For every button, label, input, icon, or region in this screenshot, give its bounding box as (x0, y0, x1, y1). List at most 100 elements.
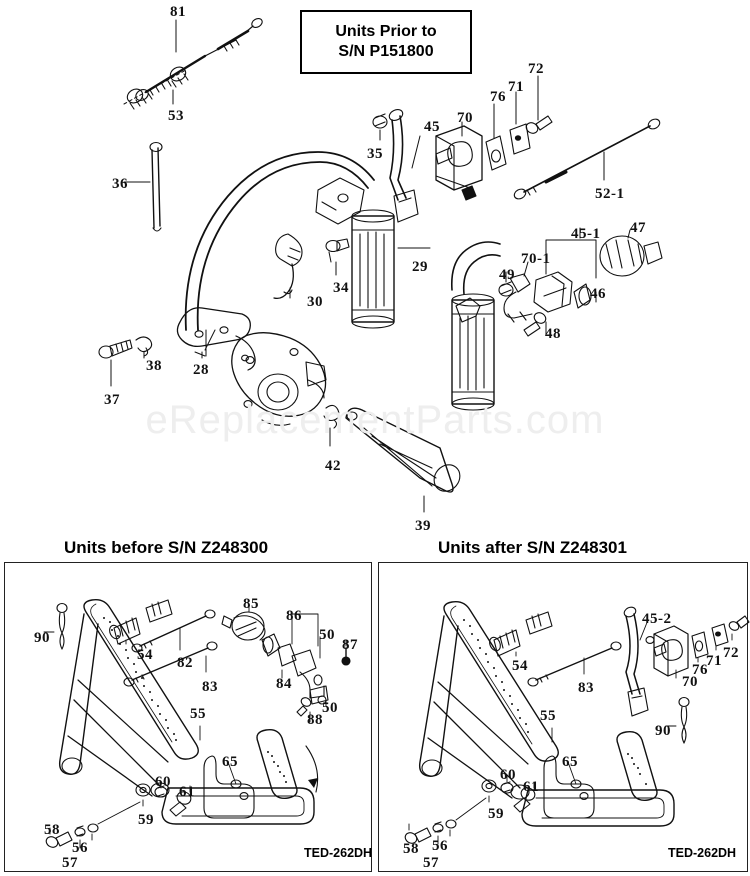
callout-top-71: 71 (508, 79, 524, 95)
callout-top-53: 53 (168, 108, 184, 124)
part-29-grip (351, 209, 431, 329)
header-notice-line2: S/N P151800 (338, 43, 434, 60)
part-70-1-bracket (503, 261, 533, 323)
callout-top-39: 39 (415, 518, 431, 534)
section-header-after: Units after S/N Z248301 (438, 538, 627, 557)
part-45-wire (388, 109, 421, 223)
part-72-screw-right (728, 615, 750, 641)
part-hardware-left (135, 755, 255, 819)
callout-top-70: 70 (457, 110, 473, 126)
callout-top-45-1: 45-1 (571, 226, 601, 242)
callout-left-84: 84 (276, 676, 292, 692)
part-84-boot-left (261, 633, 297, 679)
callout-left-65: 65 (222, 754, 238, 770)
part-87-pin-left (341, 639, 351, 666)
callout-top-42: 42 (325, 458, 341, 474)
part-right-grip-assembly (450, 241, 501, 411)
part-76-plate-right (691, 631, 709, 663)
callout-top-29: 29 (412, 259, 428, 275)
callout-top-48: 48 (545, 326, 561, 342)
callout-right-61: 61 (523, 779, 539, 795)
callout-top-30: 30 (307, 294, 323, 310)
callout-left-86: 86 (286, 608, 302, 624)
part-48-screw (523, 312, 547, 337)
header-notice-line1: Units Prior to (335, 23, 437, 40)
part-45-2-wire-right (623, 606, 649, 717)
model-number-right: TED-262DH (668, 846, 737, 860)
callout-right-76: 76 (692, 662, 708, 678)
part-83-rod-left (123, 641, 218, 687)
callout-left-60: 60 (155, 774, 171, 790)
callout-right-45-2: 45-2 (642, 611, 672, 627)
callout-left-57: 57 (62, 855, 78, 871)
part-71-plate-right (711, 623, 729, 651)
callout-top-38: 38 (146, 358, 162, 374)
callout-top-49: 49 (499, 267, 515, 283)
right-panel-art (404, 600, 750, 845)
part-82-rod-left (131, 609, 216, 653)
part-bolts-right (404, 797, 487, 845)
callout-right-71: 71 (706, 653, 722, 669)
model-number-left: TED-262DH (304, 846, 373, 860)
callout-right-60: 60 (500, 767, 516, 783)
callout-left-54: 54 (137, 647, 153, 663)
callout-top-52-1: 52-1 (595, 186, 625, 202)
header-notice-box: Units Prior to S/N P151800 (300, 10, 472, 74)
callout-right-56: 56 (432, 838, 448, 854)
part-30-trigger (273, 233, 303, 300)
part-86-lever-left (291, 613, 329, 707)
callout-left-50: 50 (322, 700, 338, 716)
callout-top-76: 76 (490, 89, 506, 105)
part-72-screw (525, 75, 553, 134)
part-35-nut (372, 113, 388, 141)
part-83-rod-right (527, 641, 622, 687)
callout-left-83: 83 (202, 679, 218, 695)
callout-top-70-1: 70-1 (521, 251, 551, 267)
part-36-rod (123, 141, 163, 232)
section-header-before: Units before S/N Z248300 (64, 538, 269, 557)
callout-left-58: 58 (44, 822, 60, 838)
callout-top-36: 36 (112, 176, 128, 192)
part-47-cap (599, 229, 663, 277)
callout-right-90: 90 (655, 723, 671, 739)
part-85-knob-left (221, 603, 266, 641)
callout-top-72: 72 (528, 61, 544, 77)
part-bolts-left (45, 801, 141, 849)
part-37-bolt (98, 339, 133, 387)
part-90-clip-left (43, 602, 68, 650)
callout-left-50: 50 (319, 627, 335, 643)
part-gear-case (231, 332, 327, 426)
part-throttle-housing (315, 177, 365, 225)
part-76-plate (485, 103, 507, 171)
part-54-coupler-left (109, 599, 173, 645)
part-88-screw-left (296, 697, 312, 723)
callout-top-45: 45 (424, 119, 440, 135)
callout-right-57: 57 (423, 855, 439, 871)
callout-top-37: 37 (104, 392, 120, 408)
part-71-plate (509, 91, 531, 155)
callout-left-59: 59 (138, 812, 154, 828)
part-handle-bar (176, 151, 375, 371)
callout-left-56: 56 (72, 840, 88, 856)
callout-top-35: 35 (367, 146, 383, 162)
callout-right-58: 58 (403, 841, 419, 857)
callout-right-59: 59 (488, 806, 504, 822)
part-90-clip-right (665, 696, 690, 744)
callout-left-85: 85 (243, 596, 259, 612)
part-46-coupling (533, 271, 597, 313)
part-hardware-right (481, 755, 595, 819)
part-42-clip (323, 404, 340, 447)
callout-top-81: 81 (170, 4, 186, 20)
part-53-coupler (123, 66, 189, 110)
callout-left-55: 55 (190, 706, 206, 722)
callout-right-72: 72 (723, 645, 739, 661)
callout-right-55: 55 (540, 708, 556, 724)
callout-right-65: 65 (562, 754, 578, 770)
callout-left-82: 82 (177, 655, 193, 671)
part-38-clip (135, 336, 153, 359)
part-70-bracket-right (645, 625, 689, 679)
callout-right-83: 83 (578, 680, 594, 696)
